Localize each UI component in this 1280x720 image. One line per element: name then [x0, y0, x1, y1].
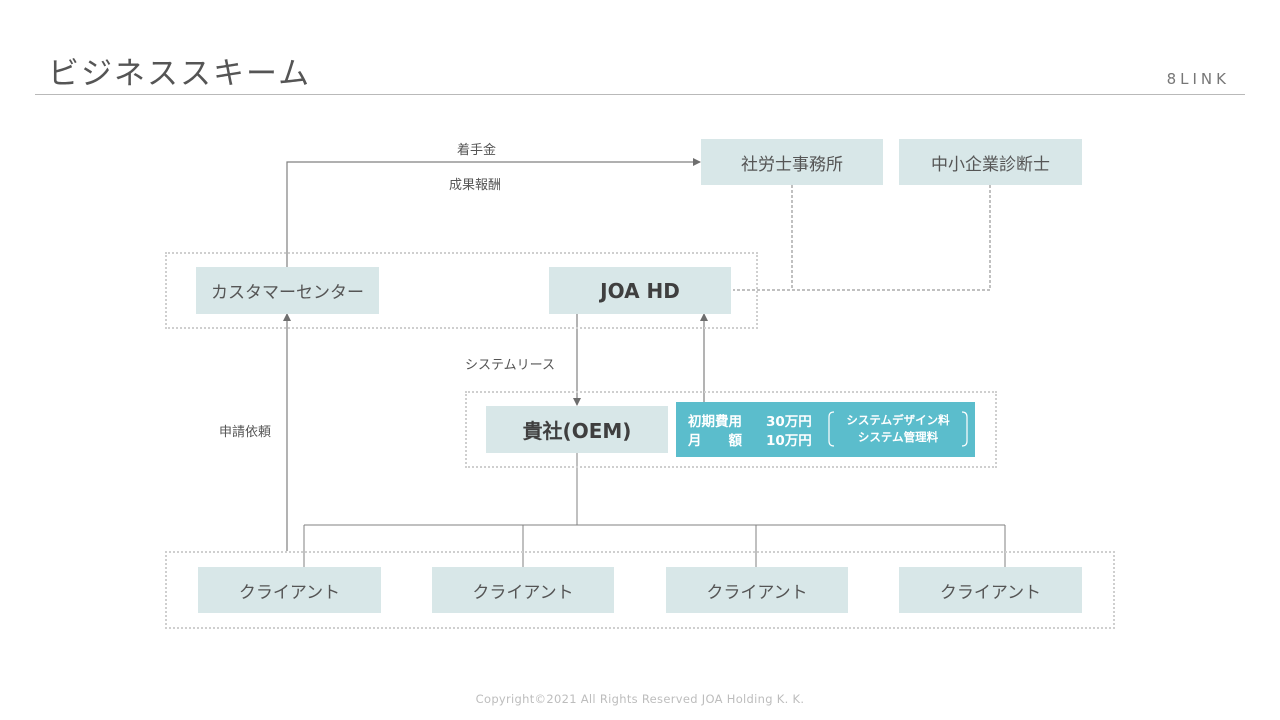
fee-note: システムデザイン料 システム管理料 [828, 411, 968, 447]
brand-logo: 8LINK [1166, 70, 1230, 88]
sme-consultant-box: 中小企業診断士 [899, 139, 1082, 185]
initial-fee-value: 30万円 [766, 414, 812, 430]
monthly-fee-label: 月 額 [688, 433, 742, 449]
retainer-flow-line [286, 158, 701, 267]
application-request-label: 申請依頼 [219, 425, 272, 440]
oem-group-frame [465, 391, 997, 468]
page-title: ビジネススキーム [48, 56, 312, 92]
labor-office-box: 社労士事務所 [701, 139, 883, 185]
joa-group-frame [165, 252, 758, 329]
fee-note-brackets [828, 411, 968, 447]
retainer-label: 着手金 [457, 143, 497, 158]
client-box: クライアント [899, 567, 1082, 613]
copyright-text: Copyright©2021 All Rights Reserved JOA H… [475, 692, 805, 706]
initial-fee-label: 初期費用 [688, 414, 742, 430]
clients-group-frame [165, 551, 1115, 629]
sme-consultant-link [733, 185, 991, 291]
system-lease-label: システムリース [465, 358, 555, 373]
monthly-fee-value: 10万円 [766, 433, 812, 449]
fee-note-management: システム管理料 [857, 430, 939, 444]
title-divider [35, 94, 1245, 95]
client-box: クライアント [198, 567, 381, 613]
customer-center-box: カスタマーセンター [196, 267, 379, 314]
joa-hd-box: JOA HD [549, 267, 731, 314]
fee-note-design: システムデザイン料 [846, 413, 950, 427]
oem-box: 貴社(OEM) [486, 406, 668, 453]
client-tree-line [303, 453, 1006, 567]
client-box: クライアント [666, 567, 848, 613]
client-box: クライアント [432, 567, 614, 613]
success-fee-label: 成果報酬 [449, 178, 502, 193]
fee-box: 初期費用 30万円 月 額 10万円 [676, 402, 975, 457]
